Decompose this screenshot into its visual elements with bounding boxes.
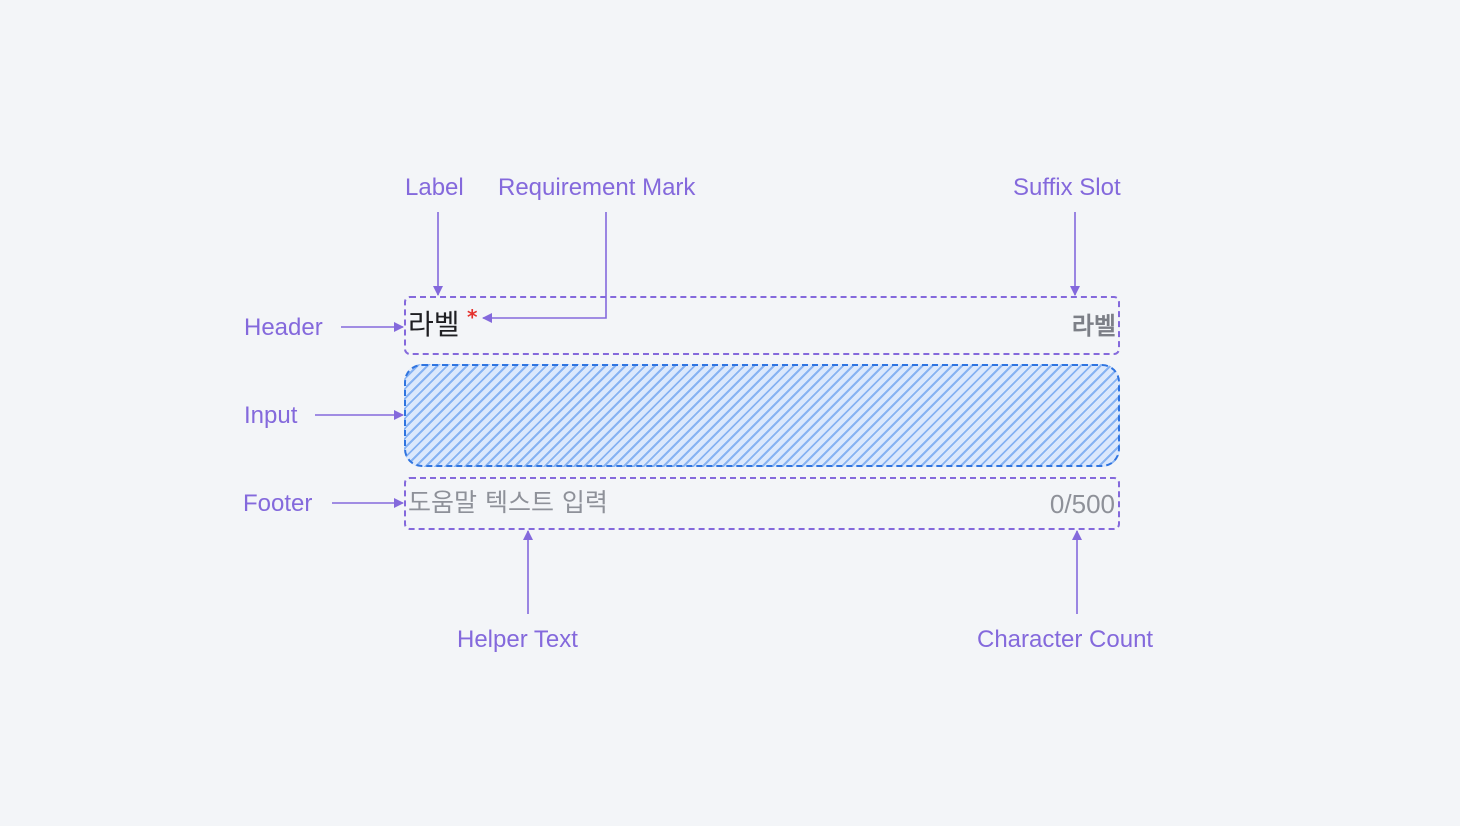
character-count: 0/500 [1049, 489, 1115, 519]
requirement-mark-arrow [482, 212, 607, 323]
requirement-mark: * [467, 305, 478, 329]
annotation-helper-text: Helper Text [457, 626, 578, 653]
annotation-requirement-mark: Requirement Mark [498, 174, 696, 201]
annotation-suffix-slot: Suffix Slot [1013, 174, 1121, 201]
annotation-label: Label [405, 174, 464, 201]
footer-region [404, 477, 1120, 530]
annotation-input: Input [244, 402, 298, 429]
helper-text: 도움말 텍스트 입력 [408, 488, 608, 517]
annotation-header: Header [244, 314, 323, 341]
input-region [404, 364, 1120, 467]
header-region [404, 296, 1120, 355]
field-label: 라벨 [408, 308, 460, 341]
annotation-footer: Footer [243, 490, 313, 517]
suffix-slot-text: 라벨 [1071, 312, 1116, 340]
annotation-character-count: Character Count [977, 626, 1154, 653]
